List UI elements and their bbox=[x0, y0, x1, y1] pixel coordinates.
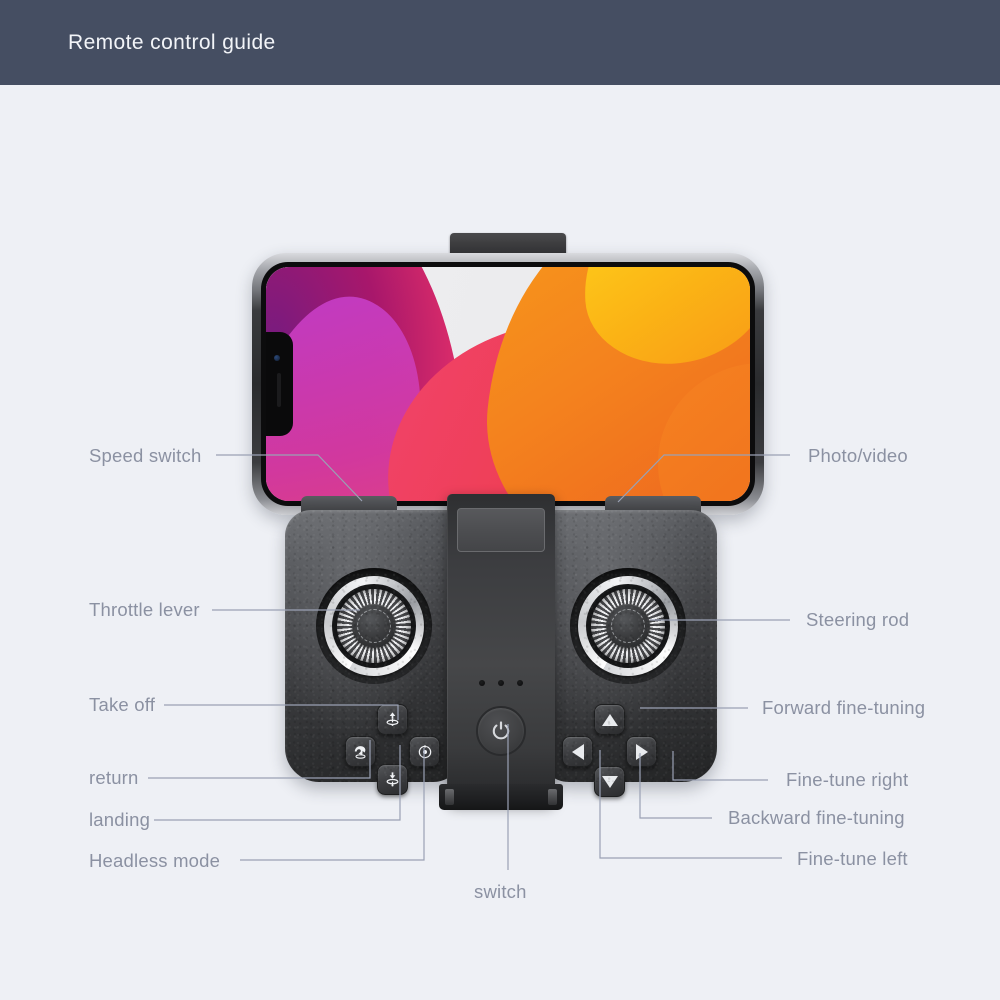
callout-fine-tune-left: Fine-tune left bbox=[797, 848, 908, 869]
triangle-left-icon bbox=[571, 743, 584, 760]
triangle-right-icon bbox=[635, 743, 648, 760]
page-header: Remote control guide bbox=[0, 0, 1000, 85]
phone-body bbox=[252, 253, 764, 515]
callout-backward-fine-tuning: Backward fine-tuning bbox=[728, 807, 905, 828]
triangle-down-icon bbox=[601, 775, 618, 788]
callout-landing: landing bbox=[89, 809, 151, 830]
callout-headless-mode: Headless mode bbox=[89, 850, 221, 871]
callout-throttle-lever: Throttle lever bbox=[89, 599, 200, 620]
page-title: Remote control guide bbox=[68, 30, 276, 54]
controller-foot bbox=[439, 784, 563, 810]
left-joystick[interactable] bbox=[316, 568, 432, 684]
landing-button[interactable] bbox=[377, 764, 408, 795]
left-joystick-ribs bbox=[337, 589, 411, 663]
foot-peg-right bbox=[548, 789, 557, 805]
led-indicator-group bbox=[479, 680, 523, 686]
foot-peg-left bbox=[445, 789, 454, 805]
callout-take-off: Take off bbox=[89, 694, 156, 715]
right-joystick[interactable] bbox=[570, 568, 686, 684]
left-joystick-ring bbox=[324, 576, 424, 676]
mounted-phone bbox=[252, 233, 764, 518]
callout-photo-video: Photo/video bbox=[808, 445, 908, 466]
led-indicator bbox=[517, 680, 523, 686]
left-trim-button[interactable] bbox=[562, 736, 593, 767]
controller-center-column bbox=[439, 494, 563, 810]
return-home-icon bbox=[354, 746, 366, 759]
callout-forward-fine-tuning: Forward fine-tuning bbox=[762, 697, 926, 718]
headless-mode-button[interactable] bbox=[409, 736, 440, 767]
remote-controller bbox=[285, 494, 717, 810]
right-joystick-ribs bbox=[591, 589, 665, 663]
phone-screen bbox=[266, 267, 750, 501]
right-joystick-inner bbox=[586, 584, 670, 668]
earpiece-speaker-icon bbox=[277, 373, 281, 407]
front-camera-icon bbox=[274, 355, 280, 361]
forward-trim-button[interactable] bbox=[594, 704, 625, 735]
power-icon bbox=[492, 721, 510, 740]
right-trim-button[interactable] bbox=[626, 736, 657, 767]
callout-steering-rod: Steering rod bbox=[806, 609, 910, 630]
drone-down-icon bbox=[386, 772, 399, 787]
triangle-up-icon bbox=[601, 713, 618, 726]
right-joystick-cap[interactable] bbox=[606, 604, 650, 648]
controller-left-grip bbox=[285, 510, 463, 795]
drone-up-icon bbox=[386, 712, 399, 726]
callout-return: return bbox=[89, 767, 139, 788]
illustration-stage: Speed switch Photo/video Throttle lever … bbox=[0, 85, 1000, 1000]
led-indicator bbox=[498, 680, 504, 686]
controller-display-panel bbox=[457, 508, 545, 552]
target-circle-icon bbox=[418, 744, 431, 758]
return-button[interactable] bbox=[345, 736, 376, 767]
led-indicator bbox=[479, 680, 485, 686]
left-joystick-inner bbox=[332, 584, 416, 668]
controller-right-grip bbox=[539, 510, 717, 797]
callout-fine-tune-right: Fine-tune right bbox=[786, 769, 909, 790]
backward-trim-button[interactable] bbox=[594, 766, 625, 797]
power-switch-button[interactable] bbox=[476, 706, 526, 756]
callout-speed-switch: Speed switch bbox=[89, 445, 202, 466]
take-off-button[interactable] bbox=[377, 704, 408, 735]
callout-switch: switch bbox=[474, 881, 527, 902]
left-joystick-cap[interactable] bbox=[352, 604, 396, 648]
right-joystick-ring bbox=[578, 576, 678, 676]
phone-bezel bbox=[261, 262, 755, 506]
